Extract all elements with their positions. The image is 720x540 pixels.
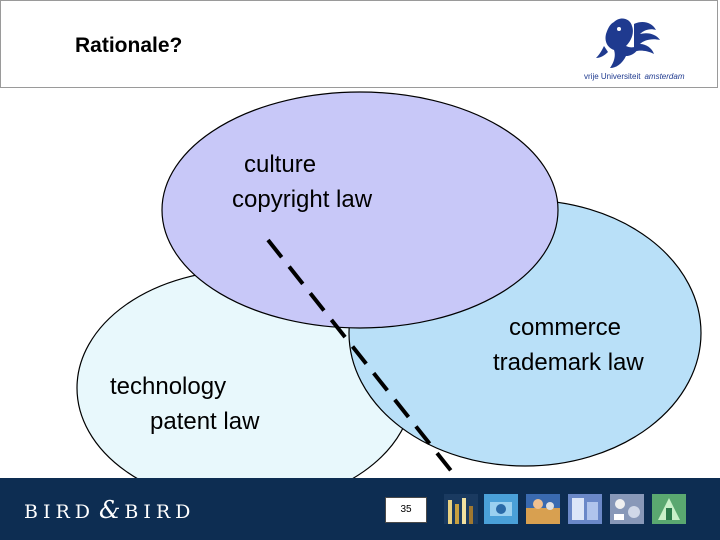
culture-circle bbox=[161, 91, 559, 329]
commerce-label: commerce trademark law bbox=[493, 311, 644, 381]
technology-label: technology patent law bbox=[110, 370, 259, 440]
technology-label-line2: patent law bbox=[150, 407, 260, 435]
thumbnail-3-icon bbox=[526, 494, 560, 524]
commerce-label-line2: trademark law bbox=[493, 348, 644, 376]
page-number: 35 bbox=[385, 497, 427, 523]
culture-label: culture copyright law bbox=[232, 148, 372, 218]
slide-title: Rationale? bbox=[75, 34, 183, 57]
slide-header bbox=[0, 0, 718, 88]
thumbnail-6-icon bbox=[652, 494, 686, 524]
thumbnail-2-icon bbox=[484, 494, 518, 524]
thumbnail-4-icon bbox=[568, 494, 602, 524]
thumbnail-5-icon bbox=[610, 494, 644, 524]
brand-ampersand: & bbox=[99, 496, 121, 524]
university-city: amsterdam bbox=[644, 72, 685, 81]
thumbnail-1-icon bbox=[444, 494, 478, 524]
technology-label-line1: technology bbox=[110, 373, 227, 400]
university-label: vrije Universiteit bbox=[584, 72, 641, 81]
culture-label-line2: copyright law bbox=[232, 185, 373, 213]
bird-and-bird-logo: BIRD&BIRD bbox=[24, 496, 195, 524]
university-griffin-logo-icon bbox=[596, 18, 660, 68]
brand-left: BIRD bbox=[24, 501, 96, 523]
dashed-divider-line bbox=[266, 238, 489, 518]
commerce-label-line1: commerce bbox=[509, 314, 622, 341]
brand-right: BIRD bbox=[124, 501, 196, 523]
culture-label-line1: culture bbox=[244, 151, 317, 178]
